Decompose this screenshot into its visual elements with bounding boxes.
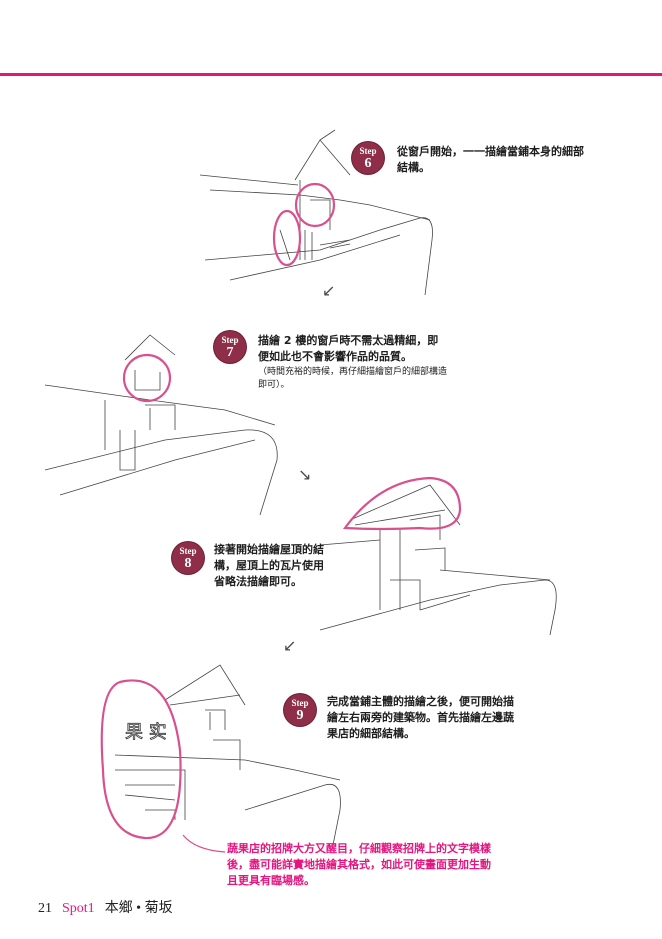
sketch-step-7 <box>44 334 278 516</box>
page-footer: 21 Spot1 本鄉 • 菊坂 <box>38 897 173 917</box>
header-rule <box>0 73 662 76</box>
arrow-down-left-icon: ↙ <box>283 636 297 655</box>
sketch-step-9: 果 实 <box>100 664 341 853</box>
step-7-subnote: （時間充裕的時候，再仔細描繪窗戶的細部構造即可）。 <box>258 367 448 390</box>
sketch-step-6 <box>199 129 433 296</box>
callout-note: 蔬果店的招牌大方又醒目，仔細觀察招牌上的文字模樣後，盡可能詳實地描繪其格式，如此… <box>227 842 491 887</box>
step-8-caption: 接著開始描繪屋頂的結構，屋頂上的瓦片使用省略法描繪即可。 <box>214 543 324 588</box>
page-number: 21 <box>38 901 52 916</box>
sign-text: 果 实 <box>125 722 167 743</box>
step-7-caption: 描繪 2 樓的窗戶時不需太過精細，即便如此也不會影響作品的品質。 （時間充裕的時… <box>258 334 448 390</box>
location-label: 本鄉 • 菊坂 <box>104 901 173 916</box>
spot-label: Spot1 <box>62 901 95 916</box>
sketch-step-8 <box>319 476 557 636</box>
step-9-caption: 完成當鋪主體的描繪之後，便可開始描繪左右兩旁的建築物。首先描繪左邊蔬果店的細部結… <box>327 695 514 740</box>
arrow-down-left-icon: ↙ <box>322 281 336 300</box>
step-6-caption: 從窗戶開始，一一描繪當鋪本身的細部結構。 <box>397 145 584 174</box>
arrow-down-right-icon: ↘ <box>298 465 312 484</box>
